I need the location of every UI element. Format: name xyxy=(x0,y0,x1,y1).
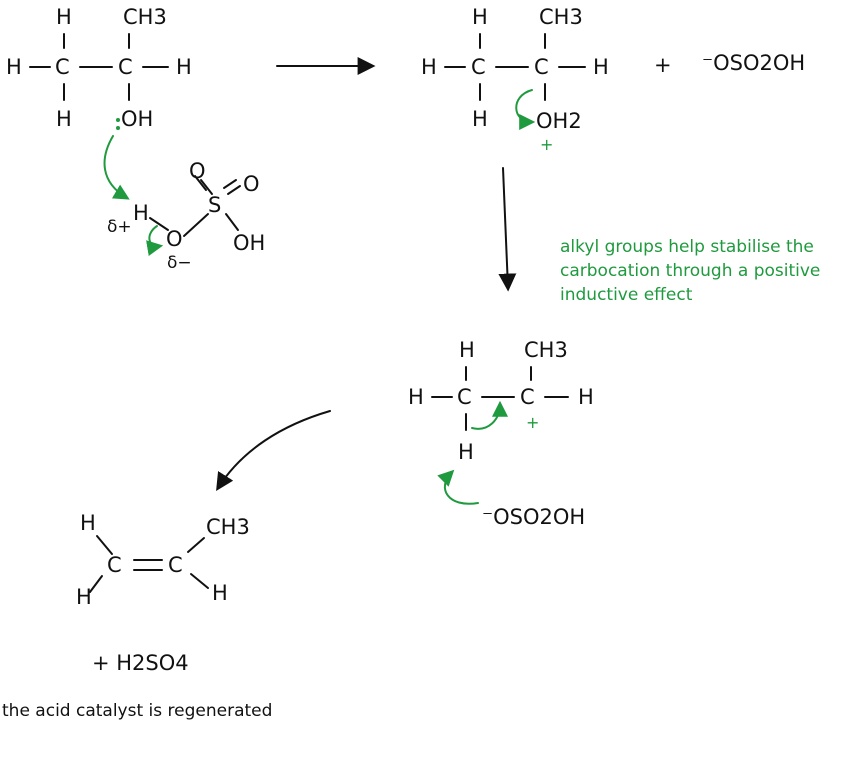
atom-h-beta: H xyxy=(458,440,474,464)
atom-o-bridging: O xyxy=(166,227,183,251)
atom-h-bottom: H xyxy=(76,585,92,609)
oxonium-group: OH2 xyxy=(536,109,582,133)
carbocation-molecule: H CH3 H C C H + H xyxy=(408,338,594,464)
atom-c-of-ch3: CH3 xyxy=(123,5,167,29)
lone-pair-dot xyxy=(116,118,120,122)
note-alkyl-line-1: alkyl groups help stabilise the xyxy=(560,237,814,257)
atom-h-right: H xyxy=(176,55,192,79)
propan-2-ol-molecule: H CH3 H C C H H OH xyxy=(6,5,192,131)
bond xyxy=(89,575,103,593)
note-catalyst-regenerated: the acid catalyst is regenerated xyxy=(2,701,272,721)
atom-h-top: H xyxy=(80,511,96,535)
atom-h-bottom: H xyxy=(56,107,72,131)
bond xyxy=(187,537,205,553)
atom-h-top-left: H xyxy=(472,5,488,29)
note-alkyl-line-3: inductive effect xyxy=(560,285,693,305)
atom-c1: C xyxy=(471,55,486,79)
hydroxyl-group: OH xyxy=(121,107,153,131)
atom-c-of-ch3: CH3 xyxy=(524,338,568,362)
hydrogensulfate-ion: ⁻OSO2OH xyxy=(702,51,805,75)
curly-arrow-deprotonation xyxy=(437,469,479,505)
atom-c1: C xyxy=(457,385,472,409)
positive-charge: + xyxy=(540,135,553,154)
curly-arrow-water-leaving xyxy=(515,89,536,130)
propene-molecule: H C H C CH3 H xyxy=(76,511,250,609)
atom-h-left: H xyxy=(408,385,424,409)
bond xyxy=(183,213,209,237)
reaction-arrow-elimination xyxy=(216,410,331,492)
bond xyxy=(190,573,209,589)
hydroxyl-group-acid: OH xyxy=(233,231,265,255)
positive-charge: + xyxy=(526,413,539,432)
atom-h-top-left: H xyxy=(56,5,72,29)
atom-o-double-1: O xyxy=(189,159,206,183)
note-alkyl-line-2: carbocation through a positive xyxy=(560,261,820,281)
curly-arrow-lone-pair-attack xyxy=(103,135,130,200)
protonated-alcohol-molecule: H CH3 H C C H H OH2 + xyxy=(421,5,609,154)
atom-h-right: H xyxy=(593,55,609,79)
plus-sign: + xyxy=(654,53,672,77)
bond xyxy=(225,213,239,231)
atom-h-right: H xyxy=(578,385,594,409)
atom-h-left: H xyxy=(6,55,22,79)
hydrogensulfate-ion-base: ⁻OSO2OH xyxy=(482,505,585,529)
sulfuric-acid-molecule: δ+ H O S O O OH δ− xyxy=(107,159,265,273)
atom-c2: C xyxy=(118,55,133,79)
atom-c1: C xyxy=(107,553,122,577)
atom-o-double-2: O xyxy=(243,172,260,196)
atom-c-of-ch3: CH3 xyxy=(539,5,583,29)
bond xyxy=(149,217,169,231)
atom-h-right: H xyxy=(212,581,228,605)
atom-c2: C xyxy=(168,553,183,577)
delta-minus-label: δ− xyxy=(167,253,192,273)
bond xyxy=(200,179,213,195)
atom-h-top-left: H xyxy=(459,338,475,362)
reaction-arrow-water-loss xyxy=(498,167,517,292)
atom-c1: C xyxy=(55,55,70,79)
curly-arrow-pi-bond-formation xyxy=(471,400,508,430)
lone-pair-dot xyxy=(116,126,120,130)
bond xyxy=(227,185,241,195)
curly-arrow-bond-cleavage xyxy=(146,225,164,256)
atom-c2-cation: C xyxy=(520,385,535,409)
delta-plus-label: δ+ xyxy=(107,217,132,237)
atom-h-acidic: H xyxy=(133,201,149,225)
atom-h-bottom: H xyxy=(472,107,488,131)
atom-s: S xyxy=(208,193,221,217)
atom-h-left: H xyxy=(421,55,437,79)
atom-c2: C xyxy=(534,55,549,79)
bond xyxy=(96,535,113,555)
atom-c-of-ch3: CH3 xyxy=(206,515,250,539)
sulfuric-acid-product: + H2SO4 xyxy=(92,651,189,675)
bond xyxy=(194,175,207,191)
bond xyxy=(223,179,237,189)
